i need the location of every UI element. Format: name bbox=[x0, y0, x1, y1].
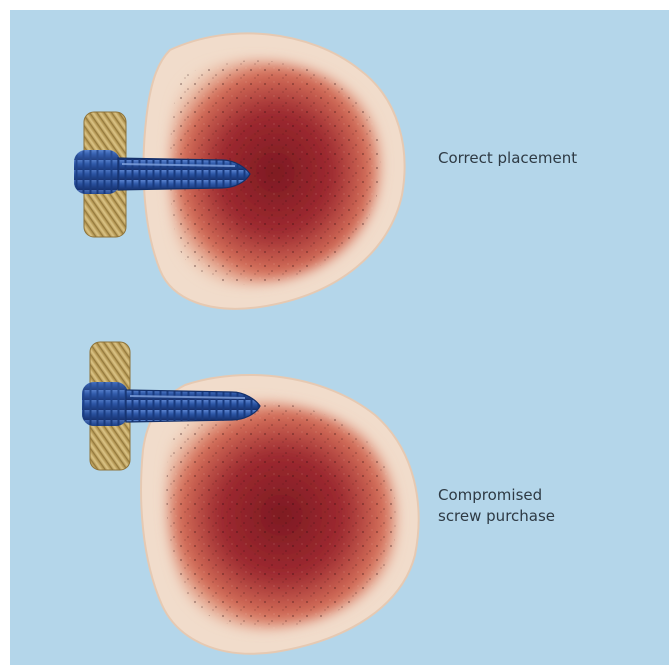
caption-correct-placement: Correct placement bbox=[438, 148, 577, 169]
caption-compromised-purchase: Compromised screw purchase bbox=[438, 485, 555, 527]
bottom-diagram bbox=[82, 342, 419, 654]
top-diagram bbox=[74, 33, 405, 308]
illustration-canvas bbox=[10, 10, 669, 665]
illustration-panel: Correct placement Compromised screw purc… bbox=[10, 10, 669, 665]
